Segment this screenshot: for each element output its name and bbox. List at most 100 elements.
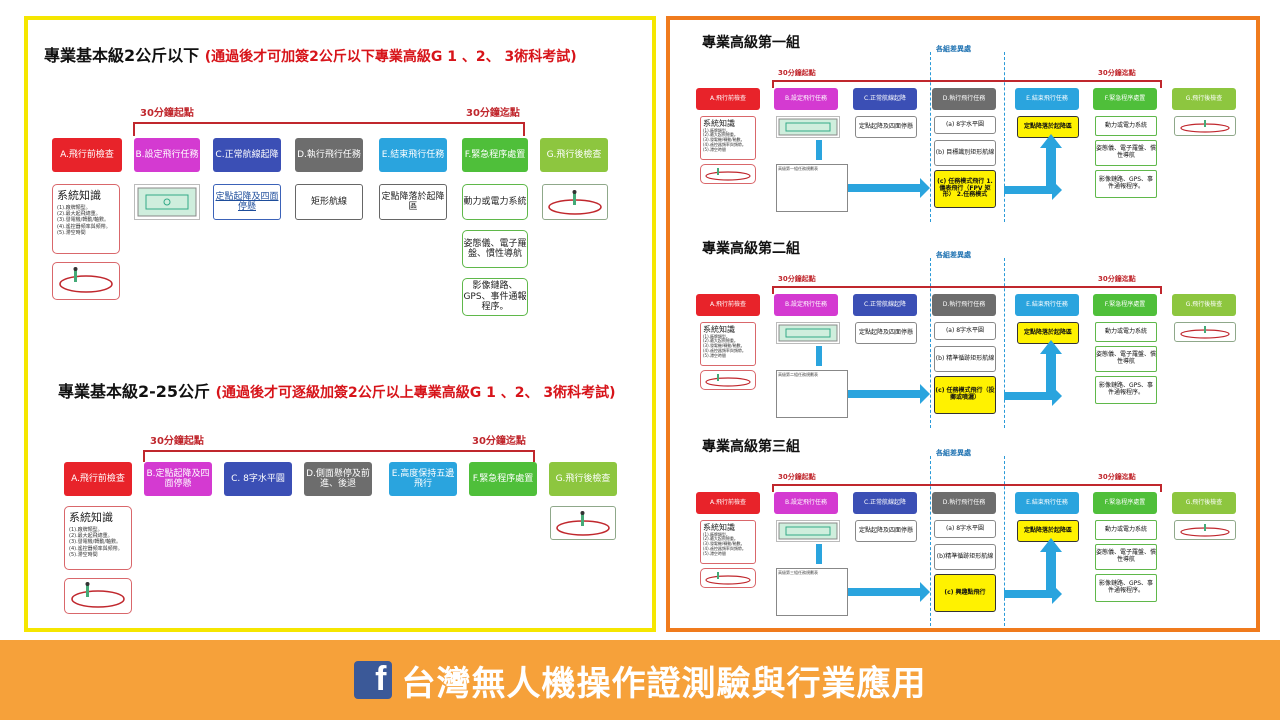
group-step-c: C.正常航線起降 <box>853 88 917 110</box>
group-knowledge-line: (3).發電機/轉動/軸數。 <box>703 137 745 143</box>
s1-c-sub: 定點起降及四面停懸 <box>213 184 281 220</box>
up-arrow-icon <box>1040 134 1062 148</box>
group-step-b: B.設定飛行任務 <box>774 88 838 110</box>
s2-step-e: E.高度保持五邊飛行 <box>389 462 457 496</box>
group-f-sub-1: 動力或電力系統 <box>1095 116 1157 136</box>
s1-step-e: E.結束飛行任務 <box>379 138 447 172</box>
section1-title: 專業基本級2公斤以下 <box>44 46 200 65</box>
group-flight-field-image <box>776 322 840 344</box>
s1-knowledge-line: (5).滯空時間 <box>57 229 86 236</box>
s1-d-sub: 矩形航線 <box>295 184 363 220</box>
group-step-g: G.飛行後檢查 <box>1172 492 1236 514</box>
group-connector-bar <box>816 140 822 160</box>
group-knowledge-line: (2).最大起飛總重。 <box>703 132 738 138</box>
group-step-d: D.執行飛行任務 <box>932 294 996 316</box>
s1-step-d: D.執行飛行任務 <box>295 138 363 172</box>
up-arrow-icon <box>1040 340 1062 354</box>
s2-step-f: F.緊急程序處置 <box>469 462 537 496</box>
group-d-sub-b: (b)精準循跡矩形航線 <box>934 544 996 570</box>
group-step-d: D.執行飛行任務 <box>932 492 996 514</box>
group-step-a: A.飛行前檢查 <box>696 294 760 316</box>
group-f-sub-3: 影像鏈路、GPS、事件通報程序。 <box>1095 376 1157 404</box>
pilot-field-icon <box>71 582 125 608</box>
group-flight-field-image <box>776 520 840 542</box>
group-step-b: B.設定飛行任務 <box>774 294 838 316</box>
group-step-e: E.結束飛行任務 <box>1015 88 1079 110</box>
s1-f-sub-2: 姿態儀、電子羅盤、慣性導航 <box>462 230 528 268</box>
diff-dashed-line-right <box>1004 456 1005 626</box>
group-d-sub-a: (a) 8字水平圓 <box>934 520 996 538</box>
pilot-field-icon <box>1180 326 1230 339</box>
section2-note: (通過後才可逐級加簽2公斤以上專業高級G 1 、2、 3術科考試) <box>215 385 616 401</box>
s1-f-sub-1: 動力或電力系統 <box>462 184 528 220</box>
group-start-label: 30分鐘起點 <box>778 69 816 77</box>
diff-dashed-line-right <box>1004 52 1005 222</box>
section2-timeline <box>143 450 535 452</box>
group-c-sub: 定點起降及四面停懸 <box>855 116 917 138</box>
section1-end-label: 30分鐘迄點 <box>466 108 520 119</box>
section1-timeline <box>133 122 525 124</box>
group-up-bar <box>1046 352 1056 396</box>
pilot-field-icon <box>1180 120 1230 133</box>
group-title: 專業高級第三組 <box>702 439 800 455</box>
section2-title: 專業基本級2-25公斤 <box>58 382 211 401</box>
s1-knowledge-line: (3).發電機/轉動/軸數。 <box>57 217 110 224</box>
s2-step-b: B.定點起降及四面停懸 <box>144 462 212 496</box>
s2-step-d: D.側面懸停及前進、後退 <box>304 462 372 496</box>
s2-step-g: G.飛行後檢查 <box>549 462 617 496</box>
group-f-sub-1: 動力或電力系統 <box>1095 322 1157 342</box>
group-g-image <box>1174 322 1236 342</box>
group-knowledge-line: (4).遙控器頻率與頻帶。 <box>703 347 746 353</box>
footer-banner: f 台灣無人機操作證測驗與行業應用 <box>0 640 1280 720</box>
section1-note: (通過後才可加簽2公斤以下專業高級G 1 、2、 3術科考試) <box>204 49 577 65</box>
pilot-field-icon <box>1180 524 1230 537</box>
group-plan-form: 高級第三組任務規劃表 <box>776 568 848 616</box>
group-up-bar <box>1046 550 1056 594</box>
pilot-field-icon <box>705 572 751 585</box>
group-knowledge-line: (1).廠牌類型。 <box>703 333 730 339</box>
group-plan-form: 高級第一組任務規劃表 <box>776 164 848 212</box>
hover-field-icon <box>778 324 838 342</box>
group-end-label: 30分鐘迄點 <box>1098 473 1136 481</box>
group-start-label: 30分鐘起點 <box>778 473 816 481</box>
group-pilot-image <box>700 370 756 390</box>
right-panel <box>666 16 1260 632</box>
s1-pilot-image <box>52 262 120 300</box>
group-knowledge-line: (3).發電機/轉動/軸數。 <box>703 541 745 547</box>
flow-right-arrow-icon <box>848 384 930 404</box>
group-timeline-right <box>1160 286 1162 294</box>
pilot-field-icon <box>705 168 751 181</box>
facebook-icon: f <box>353 660 392 699</box>
group-knowledge-box: 系統知識(1).廠牌類型。(2).最大起飛總重。(3).發電機/轉動/軸數。(4… <box>700 520 756 564</box>
hover-field-icon <box>137 187 197 217</box>
diff-dashed-line-right <box>1004 258 1005 428</box>
flow-right-arrow-icon <box>1004 180 1062 200</box>
group-knowledge-line: (5).滯空時間 <box>703 352 726 358</box>
pilot-field-icon <box>548 190 602 215</box>
pilot-field-icon <box>705 374 751 387</box>
flow-right-arrow-icon <box>1004 386 1062 406</box>
group-step-g: G.飛行後檢查 <box>1172 88 1236 110</box>
s1-step-a: A.飛行前檢查 <box>52 138 122 172</box>
footer-title: 台灣無人機操作證測驗與行業應用 <box>401 663 927 704</box>
group-f-sub-3: 影像鏈路、GPS、事件通報程序。 <box>1095 170 1157 198</box>
left-panel <box>24 16 656 632</box>
group-c-sub: 定點起降及四面停懸 <box>855 322 917 344</box>
section1-title-block: 專業基本級2公斤以下 (通過後才可加簽2公斤以下專業高級G 1 、2、 3術科考… <box>44 42 577 66</box>
s2-knowledge-box: 系統知識 (1).廠牌類型。 (2).最大起飛總重。 (3).發電機/轉動/軸數… <box>64 506 132 570</box>
pilot-field-icon <box>59 267 113 293</box>
section2-timeline-right <box>533 450 535 462</box>
group-end-label: 30分鐘迄點 <box>1098 275 1136 283</box>
group-end-label: 30分鐘迄點 <box>1098 69 1136 77</box>
group-timeline-left <box>772 484 774 492</box>
s1-knowledge-line: (4).遙控器頻率與頻帶。 <box>57 223 111 230</box>
group-step-g: G.飛行後檢查 <box>1172 294 1236 316</box>
group-d-sub-a: (a) 8字水平圓 <box>934 322 996 340</box>
group-d-sub-a: (a) 8字水平圓 <box>934 116 996 134</box>
group-timeline-right <box>1160 80 1162 88</box>
group-timeline <box>772 286 1162 288</box>
hover-field-icon <box>778 118 838 136</box>
group-step-c: C.正常航線起降 <box>853 294 917 316</box>
group-knowledge-line: (3).發電機/轉動/軸數。 <box>703 343 745 349</box>
group-diff-label: 各組差異處 <box>936 45 971 53</box>
